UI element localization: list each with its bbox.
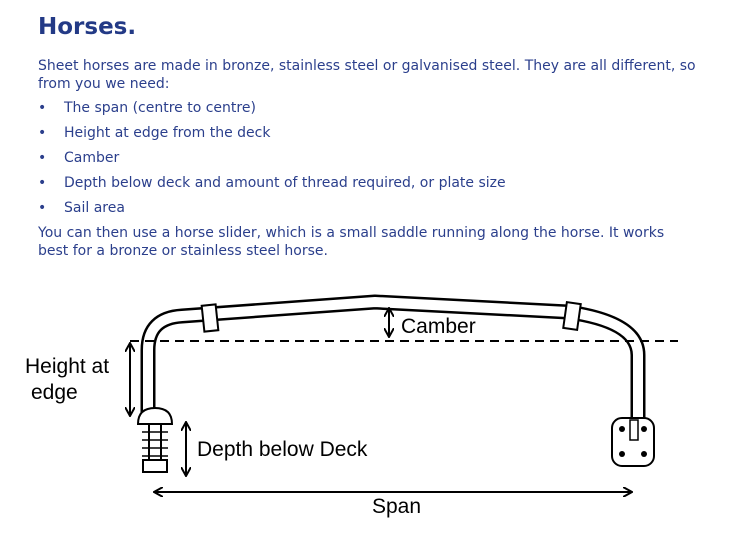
span-label: Span (372, 495, 421, 518)
depth-label: Depth below Deck (197, 438, 368, 461)
screw-hole (619, 426, 625, 432)
outro-paragraph: You can then use a horse slider, which i… (38, 225, 665, 259)
article: Horses. Sheet horses are made in bronze,… (38, 10, 698, 260)
list-item: Sail area (38, 199, 698, 217)
list-item: Height at edge from the deck (38, 124, 698, 142)
requirements-list: The span (centre to centre) Height at ed… (38, 99, 698, 217)
left-stop (200, 303, 220, 333)
screw-hole (641, 451, 647, 457)
plate-lug (629, 419, 639, 441)
horse-diagram: Camber Height at edge Depth below Deck S… (25, 294, 678, 518)
bolt-nut (142, 459, 168, 473)
camber-label: Camber (401, 315, 476, 338)
list-item: Camber (38, 149, 698, 167)
height-label-line2: edge (31, 381, 78, 404)
dome-nut (136, 406, 174, 425)
page-title: Horses. (38, 14, 137, 40)
right-stop (562, 301, 582, 331)
intro-paragraph: Sheet horses are made in bronze, stainle… (38, 58, 696, 92)
list-item: The span (centre to centre) (38, 99, 698, 117)
list-item: Depth below deck and amount of thread re… (38, 174, 698, 192)
screw-hole (641, 426, 647, 432)
height-label-line1: Height at (25, 355, 109, 378)
screw-hole (619, 451, 625, 457)
